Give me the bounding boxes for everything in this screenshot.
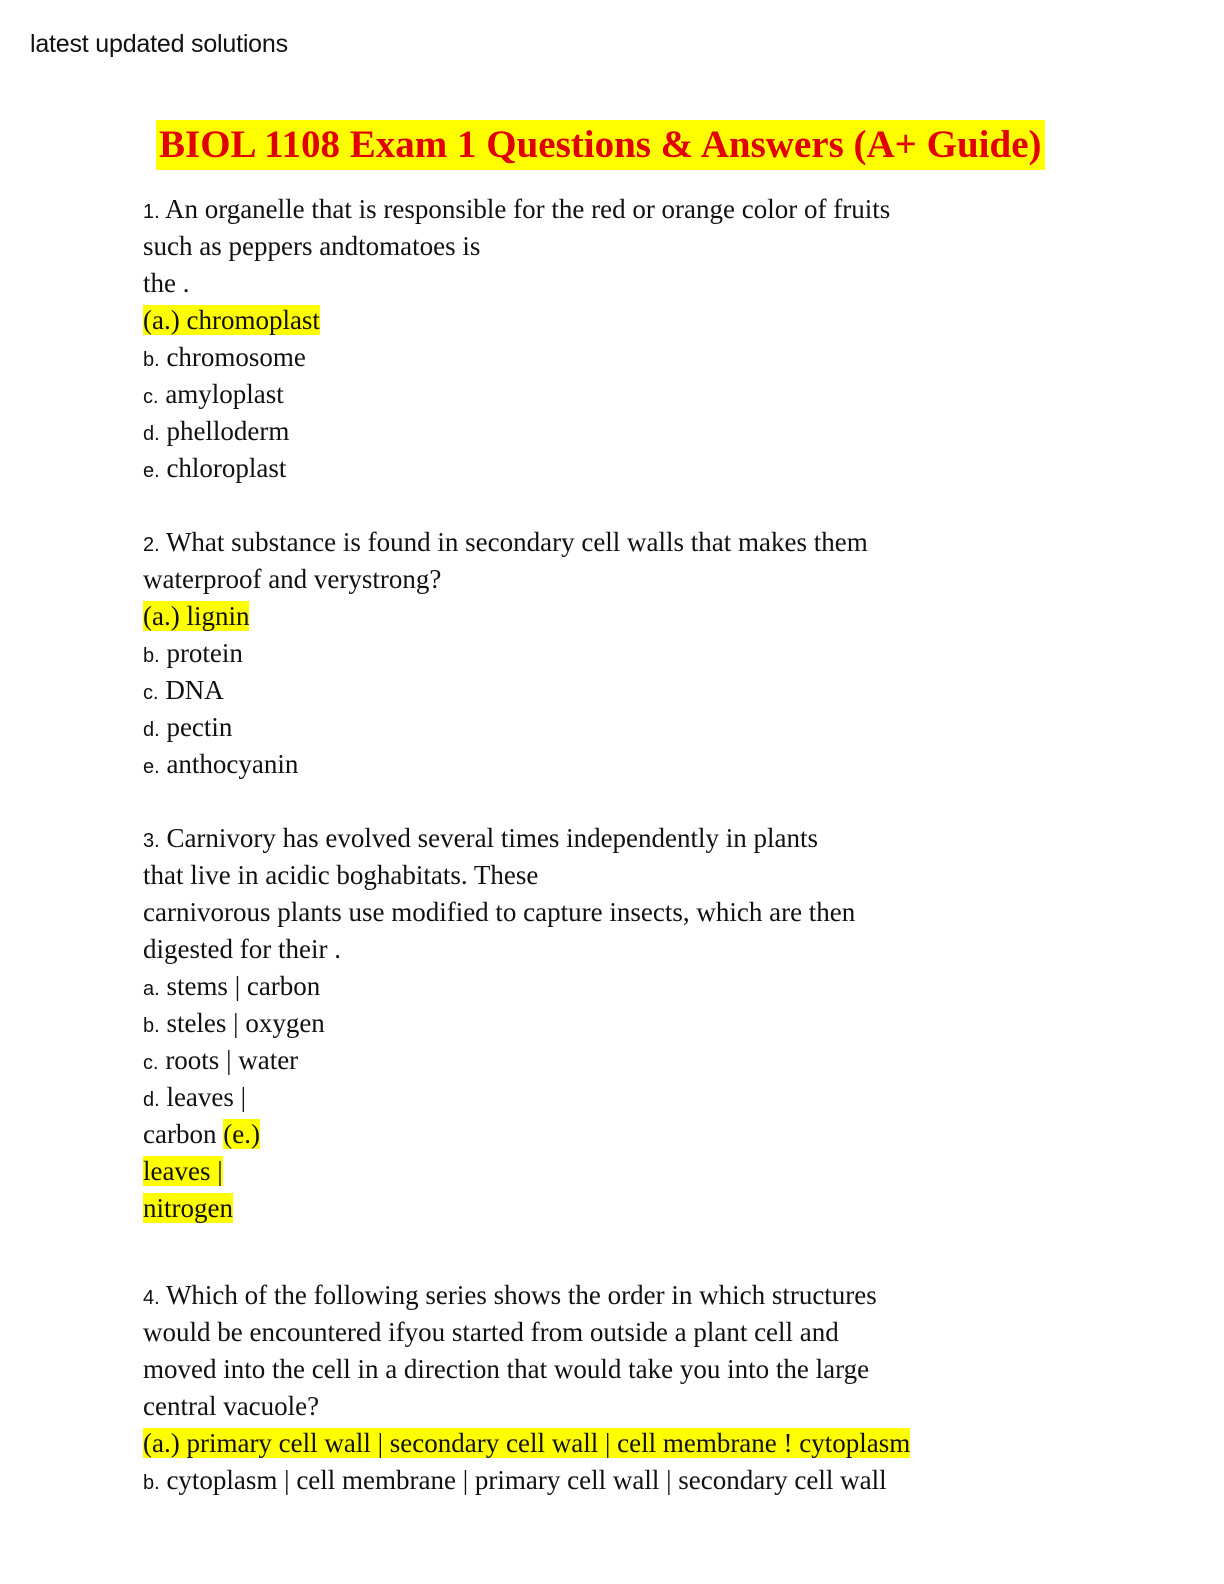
answer-option: d. phelloderm (143, 413, 1083, 450)
correct-answer: (e.) (223, 1119, 260, 1149)
option-text: roots | water (158, 1045, 299, 1075)
answer-option: b. steles | oxygen (143, 1005, 1083, 1042)
answer-option: b. protein (143, 635, 1083, 672)
question-text: the . (143, 268, 190, 298)
question-2: 2. What substance is found in secondary … (143, 524, 1083, 783)
option-letter: c. (143, 386, 159, 408)
answer-option: carbon (e.) (143, 1116, 1083, 1153)
question-number: 2. (143, 534, 160, 556)
answer-option: b. chromosome (143, 339, 1083, 376)
answer-option: b. cytoplasm | cell membrane | primary c… (143, 1462, 1083, 1499)
answer-option: c. roots | water (143, 1042, 1083, 1079)
answer-option: d. pectin (143, 709, 1083, 746)
option-letter: d. (143, 1089, 160, 1111)
question-number: 4. (143, 1287, 160, 1309)
question-text: that live in acidic boghabitats. These (143, 860, 539, 890)
question-text: central vacuole? (143, 1391, 320, 1421)
answer-option: c. DNA (143, 672, 1083, 709)
option-text: leaves | (159, 1082, 247, 1112)
question-number: 1. (143, 201, 160, 223)
question-text: waterproof and verystrong? (143, 564, 442, 594)
option-letter: d. (143, 423, 160, 445)
question-stem: 2. What substance is found in secondary … (143, 524, 1083, 561)
question-text: An organelle that is responsible for the… (159, 194, 891, 224)
answer-option: e. anthocyanin (143, 746, 1083, 783)
option-text: chromosome (159, 342, 306, 372)
option-text: cytoplasm | cell membrane | primary cell… (159, 1465, 887, 1495)
option-text: stems | carbon (159, 971, 321, 1001)
question-text: would be encountered ifyou started from … (143, 1317, 839, 1347)
option-text: steles | oxygen (159, 1008, 325, 1038)
correct-answer: (a.) primary cell wall | secondary cell … (143, 1428, 911, 1458)
option-letter: b. (143, 349, 160, 371)
correct-answer: (a.) lignin (143, 601, 250, 631)
question-text: such as peppers andtomatoes is (143, 231, 481, 261)
header-note: latest updated solutions (30, 30, 288, 58)
option-text: protein (159, 638, 243, 668)
question-3: 3. Carnivory has evolved several times i… (143, 820, 1083, 1227)
option-letter: b. (143, 1015, 160, 1037)
option-letter: e. (143, 756, 160, 778)
answer-option: e. chloroplast (143, 450, 1083, 487)
option-text: anthocyanin (159, 749, 299, 779)
question-1: 1. An organelle that is responsible for … (143, 191, 1083, 487)
document-title: BIOL 1108 Exam 1 Questions & Answers (A+… (156, 120, 1045, 170)
question-text: moved into the cell in a direction that … (143, 1354, 870, 1384)
question-text: digested for their . (143, 934, 341, 964)
correct-answer: leaves | (143, 1156, 223, 1186)
option-text: DNA (158, 675, 224, 705)
question-text: carnivorous plants use modified to captu… (143, 897, 856, 927)
option-text: carbon (143, 1119, 224, 1149)
option-letter: d. (143, 719, 160, 741)
correct-answer: (a.) chromoplast (143, 305, 320, 335)
question-number: 3. (143, 830, 160, 852)
question-stem: 1. An organelle that is responsible for … (143, 191, 1083, 228)
option-text: amyloplast (158, 379, 284, 409)
answer-option: a. stems | carbon (143, 968, 1083, 1005)
question-4: 4. Which of the following series shows t… (143, 1277, 1083, 1499)
option-text: chloroplast (159, 453, 287, 483)
option-letter: a. (143, 978, 160, 1000)
question-list: 1. An organelle that is responsible for … (143, 191, 1083, 1499)
answer-option: c. amyloplast (143, 376, 1083, 413)
question-text: Which of the following series shows the … (159, 1280, 877, 1310)
option-letter: c. (143, 682, 159, 704)
question-stem: 3. Carnivory has evolved several times i… (143, 820, 1083, 857)
option-text: phelloderm (159, 416, 290, 446)
option-letter: e. (143, 460, 160, 482)
question-text: What substance is found in secondary cel… (159, 527, 868, 557)
option-letter: b. (143, 645, 160, 667)
question-text: Carnivory has evolved several times inde… (159, 823, 819, 853)
correct-answer: nitrogen (143, 1193, 233, 1223)
option-letter: b. (143, 1472, 160, 1494)
option-text: pectin (159, 712, 233, 742)
question-stem: 4. Which of the following series shows t… (143, 1277, 1083, 1314)
option-letter: c. (143, 1052, 159, 1074)
answer-option: d. leaves | (143, 1079, 1083, 1116)
